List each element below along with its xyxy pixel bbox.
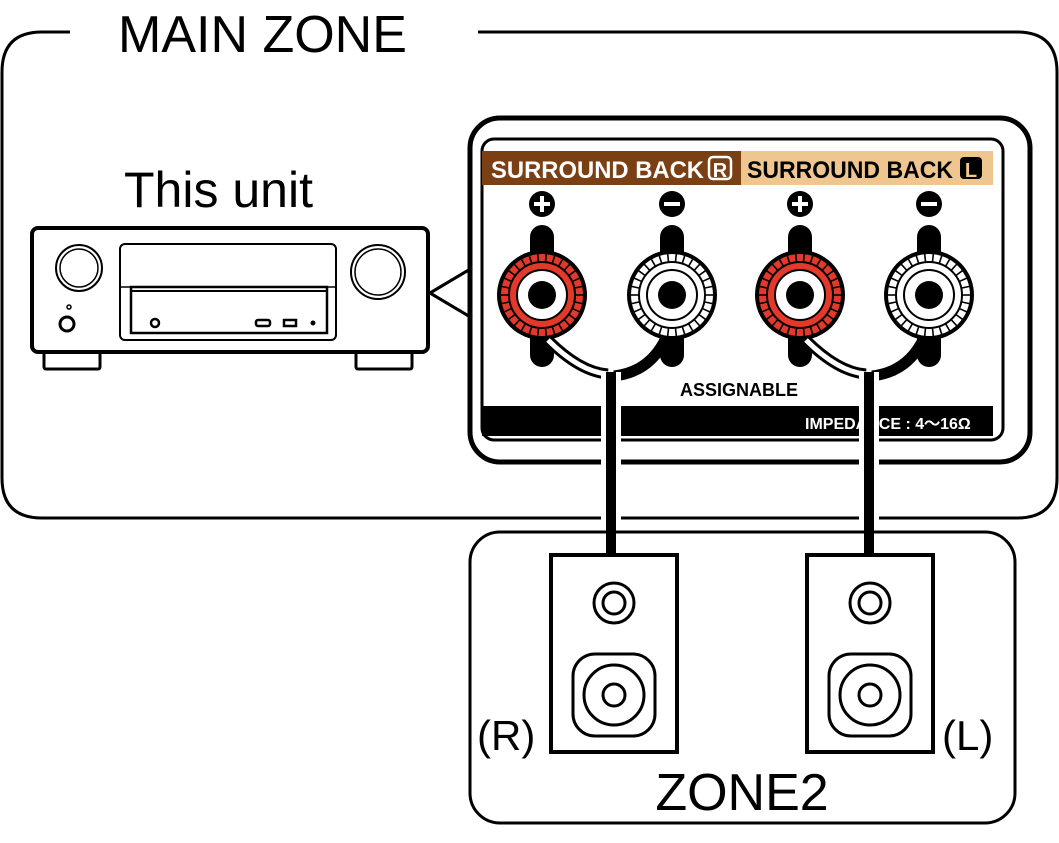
speaker-cables xyxy=(544,335,929,556)
minus-icon xyxy=(659,191,685,217)
polarity-markers xyxy=(529,191,942,217)
main-zone-title: MAIN ZONE xyxy=(118,6,407,64)
surround-back-r-label: SURROUND BACK xyxy=(491,157,705,184)
plus-icon xyxy=(787,191,813,217)
speaker-icon xyxy=(549,553,679,754)
assignable-label: ASSIGNABLE xyxy=(680,380,798,400)
speaker-l-label: (L) xyxy=(942,712,993,759)
this-unit-label: This unit xyxy=(124,162,313,218)
receiver-icon xyxy=(30,226,430,371)
speaker-icon xyxy=(805,553,935,754)
speaker-terminal-negative[interactable] xyxy=(627,225,717,367)
speaker-terminal-positive[interactable] xyxy=(497,225,587,367)
header-surround-back-r xyxy=(482,151,741,185)
zone2-title: ZONE2 xyxy=(655,764,828,822)
plus-icon xyxy=(529,191,555,217)
main-zone-frame xyxy=(0,30,1059,520)
speaker-terminal-negative[interactable] xyxy=(884,225,974,367)
minus-icon xyxy=(916,191,942,217)
badge-l: L xyxy=(965,160,977,182)
speaker-terminal-positive[interactable] xyxy=(755,225,845,367)
badge-r: R xyxy=(713,160,728,182)
zone2-frame xyxy=(468,530,1017,825)
speaker-r-label: (R) xyxy=(477,712,535,759)
surround-back-l-label: SURROUND BACK xyxy=(747,157,954,184)
callout-pointer xyxy=(427,266,473,320)
header-surround-back-l xyxy=(741,151,993,185)
impedance-label: IMPEDANCE : 4～16Ω xyxy=(805,416,971,433)
impedance-bar xyxy=(482,406,993,436)
